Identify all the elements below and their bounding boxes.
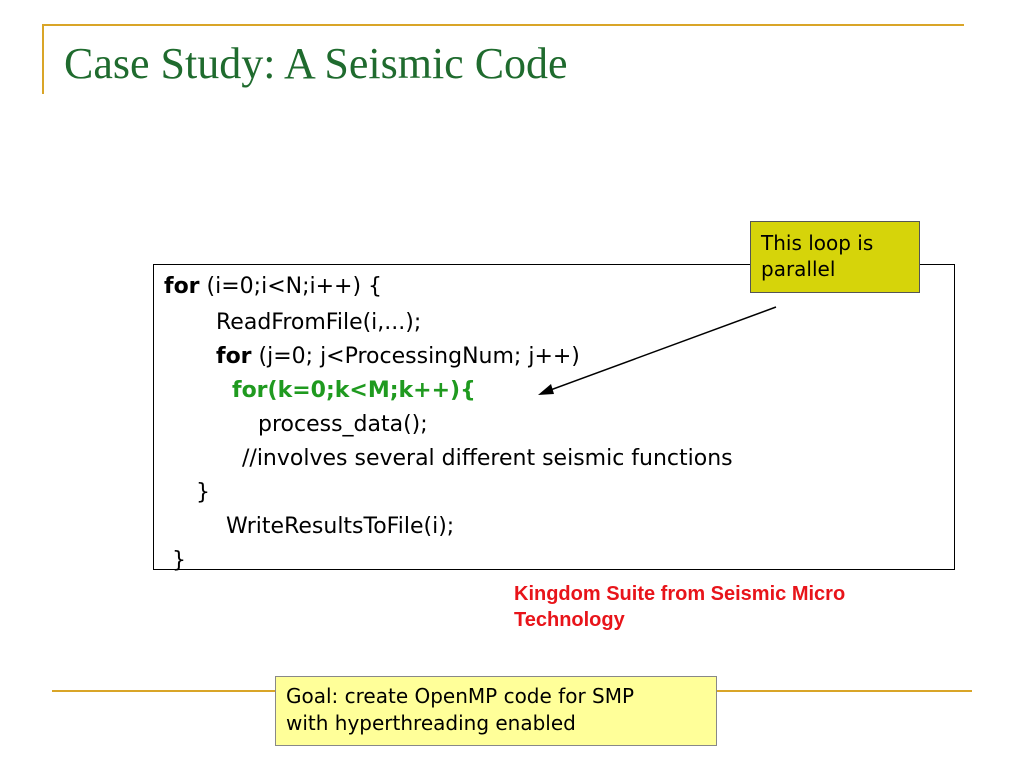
- bottom-rule-right: [717, 690, 972, 692]
- slide-frame-top-rule: [42, 24, 964, 26]
- code-keyword-for: for: [164, 274, 200, 299]
- credit-line-2: Technology: [514, 609, 625, 631]
- code-line-parallel-loop: for(k=0;k<M;k++){: [232, 378, 476, 403]
- code-line-close-outer: }: [172, 548, 186, 573]
- code-outer-loop-header: (i=0;i<N;i++) {: [199, 274, 383, 299]
- code-line-close-inner: }: [196, 480, 210, 505]
- code-inner-loop-header: (j=0; j<ProcessingNum; j++): [251, 344, 580, 369]
- code-line-read: ReadFromFile(i,...);: [216, 310, 422, 335]
- goal-box: Goal: create OpenMP code for SMP with hy…: [275, 676, 717, 746]
- code-line-inner-for-j: for (j=0; j<ProcessingNum; j++): [216, 344, 580, 370]
- callout-line-1: This loop is: [761, 231, 874, 255]
- bottom-rule-left: [52, 690, 275, 692]
- credit-text: Kingdom Suite from Seismic Micro Technol…: [514, 581, 954, 633]
- code-line-comment: //involves several different seismic fun…: [242, 446, 733, 471]
- callout-box: This loop is parallel: [750, 221, 920, 293]
- slide-frame-left-rule: [42, 24, 44, 94]
- code-line-outer-for: for (i=0;i<N;i++) {: [164, 274, 382, 300]
- goal-line-2: with hyperthreading enabled: [286, 711, 576, 735]
- code-line-process: process_data();: [258, 412, 428, 437]
- code-line-write: WriteResultsToFile(i);: [226, 514, 455, 539]
- goal-line-1: Goal: create OpenMP code for SMP: [286, 684, 635, 708]
- credit-line-1: Kingdom Suite from Seismic Micro: [514, 583, 846, 605]
- callout-line-2: parallel: [761, 257, 836, 281]
- slide-title: Case Study: A Seismic Code: [64, 39, 568, 88]
- code-keyword-for: for: [216, 344, 252, 369]
